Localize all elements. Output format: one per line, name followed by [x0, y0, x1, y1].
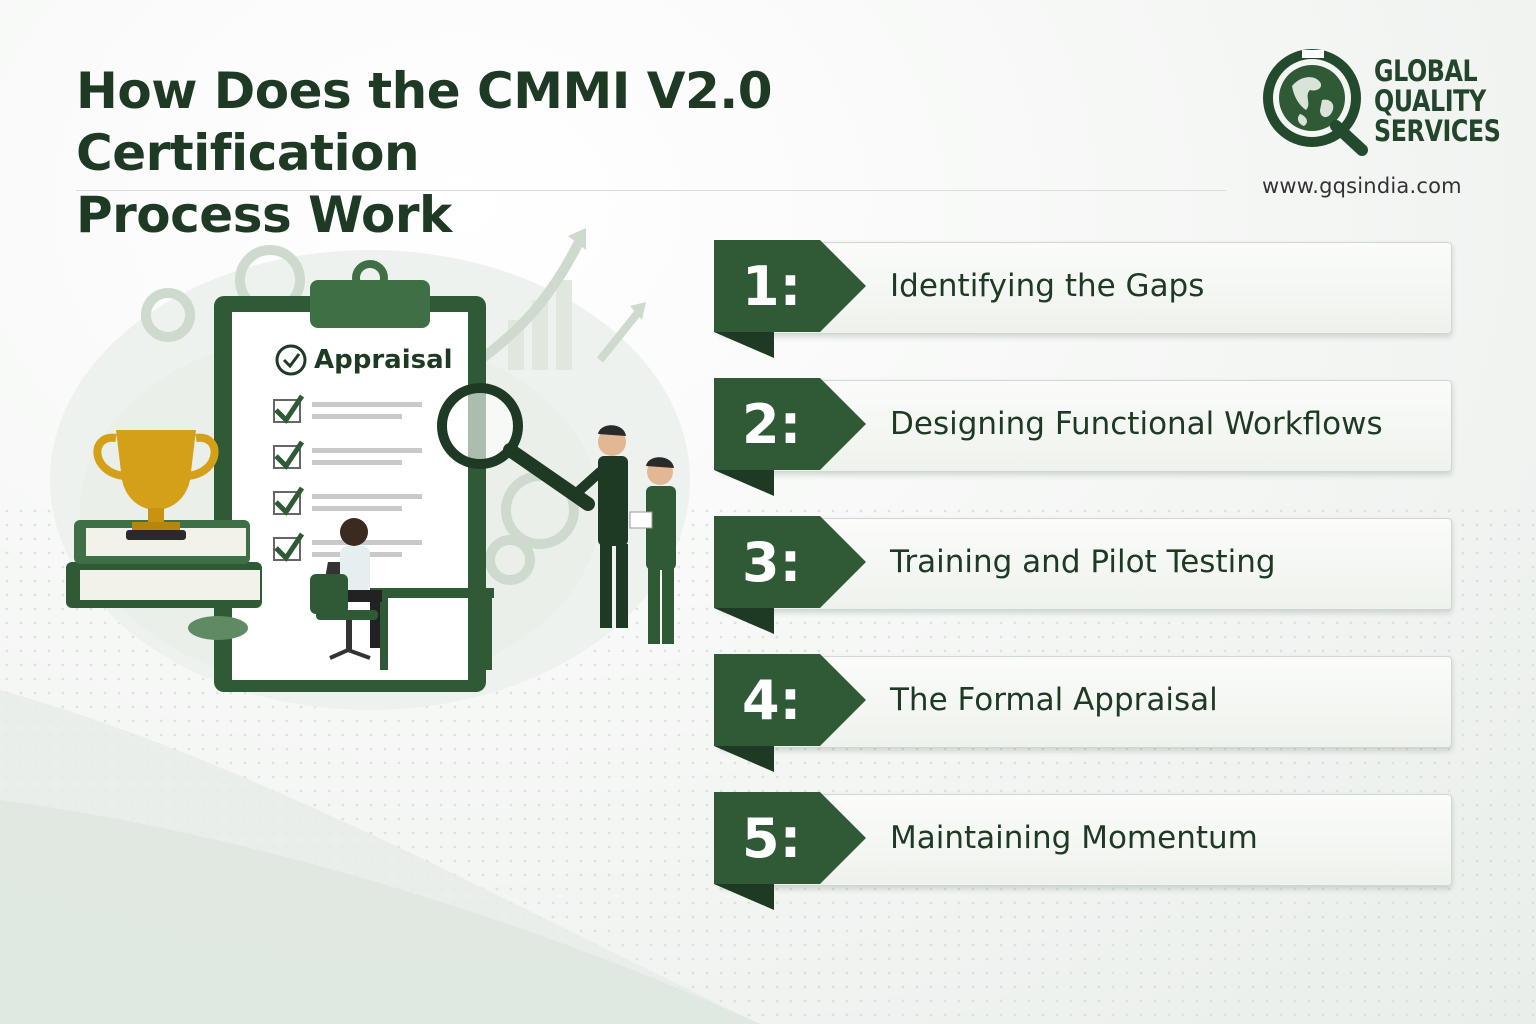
checkmark-icon [275, 344, 307, 376]
growth-arrow-icon [476, 237, 585, 364]
clipboard-heading: Appraisal [314, 345, 453, 375]
books-icon [66, 520, 262, 608]
page-title-line-1: How Does the CMMI V2.0 Certification [76, 62, 773, 182]
step-item-4: 4: The Formal Appraisal [714, 654, 1454, 774]
step-number: 4: [742, 669, 802, 732]
step-number-tab [714, 516, 866, 634]
step-number: 5: [742, 807, 802, 870]
step-number-tab [714, 240, 866, 358]
trophy-icon [93, 430, 219, 540]
step-label: Identifying the Gaps [890, 268, 1205, 304]
title-divider [76, 190, 1226, 191]
person-consultant [575, 425, 628, 628]
website-url: www.gqsindia.com [1262, 174, 1462, 198]
step-number: 3: [742, 531, 802, 594]
step-number: 1: [742, 255, 802, 318]
page-title-line-2: Process Work [76, 186, 452, 244]
step-item-2: 2: Designing Functional Workflows [714, 378, 1454, 498]
appraisal-illustration: Appraisal [50, 228, 690, 710]
page-title: How Does the CMMI V2.0 Certification Pro… [76, 60, 1076, 246]
person-woman-at-desk [310, 518, 494, 670]
step-item-5: 5: Maintaining Momentum [714, 792, 1454, 912]
logo-text-quality: QUALITY [1374, 84, 1486, 118]
person-manager [629, 457, 676, 644]
checklist [273, 394, 422, 562]
step-number-tab [714, 654, 866, 772]
magnifier-icon [437, 383, 595, 511]
step-item-1: 1: Identifying the Gaps [714, 240, 1454, 360]
step-item-3: 3: Training and Pilot Testing [714, 516, 1454, 636]
step-label: Designing Functional Workflows [890, 406, 1383, 442]
logo-wordmark: GLOBAL QUALITY SERVICES [1374, 54, 1501, 148]
company-logo: GLOBAL QUALITY SERVICES www.gqsindia.com [1262, 48, 1502, 208]
step-number-tab [714, 792, 866, 910]
globe-q-icon [1263, 49, 1368, 156]
step-number-tab [714, 378, 866, 496]
logo-text-global: GLOBAL [1374, 54, 1478, 88]
step-label: Training and Pilot Testing [890, 544, 1276, 580]
step-number: 2: [742, 393, 802, 456]
coin-stack [188, 616, 248, 640]
logo-text-services: SERVICES [1374, 114, 1501, 148]
step-label: Maintaining Momentum [890, 820, 1258, 856]
step-label: The Formal Appraisal [890, 682, 1218, 718]
